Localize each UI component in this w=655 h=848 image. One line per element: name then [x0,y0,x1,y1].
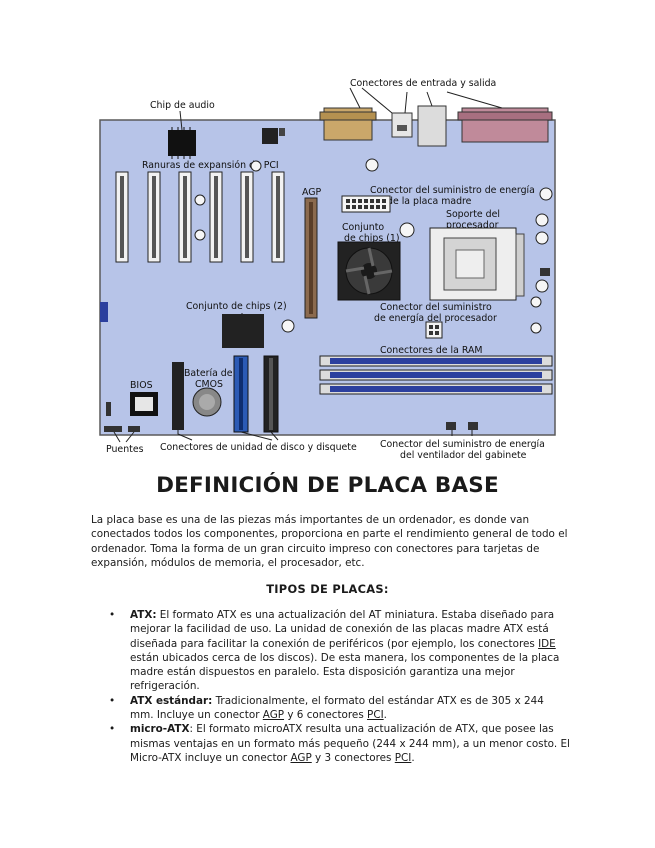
pci-slots [115,171,285,263]
label-cpu-power: Conector del suministro [380,302,492,313]
label-pci-slots: Ranuras de expansión de PCI [142,160,279,171]
label-chipset-1: Conjunto [342,222,384,233]
term-micro-atx: micro-ATX [130,723,190,736]
svg-text:de energía del procesador: de energía del procesador [374,313,497,324]
bullet-icon: • [109,723,116,736]
motherboard-diagram: Conectores de entrada y salida Chip de a… [92,70,567,462]
document-title: DEFINICIÓN DE PLACA BASE [156,473,499,498]
label-io-connectors: Conectores de entrada y salida [350,78,496,89]
label-agp: AGP [302,187,322,198]
bullet-icon: • [109,609,116,621]
fan-power-connector [446,422,456,430]
audio-chip [168,130,196,156]
audio-jack [417,105,447,147]
label-cpu-socket: Soporte del [446,209,500,220]
term-atx-standard: ATX estándar: [130,694,213,707]
term-atx: ATX: [130,609,157,621]
label-audio-chip: Chip de audio [150,100,215,111]
link-ide[interactable]: IDE [538,637,556,650]
list-item-atx-standard: •ATX estándar: Tradicionalmente, el form… [109,694,544,722]
bullet-icon: • [109,694,116,707]
chipset-2 [222,314,264,348]
label-bios: BIOS [130,380,153,391]
svg-text:procesador: procesador [446,220,499,231]
svg-text:CMOS: CMOS [195,379,223,390]
svg-text:de la placa madre: de la placa madre [387,196,472,207]
label-ram: Conectores de la RAM [380,345,483,356]
types-heading: TIPOS DE PLACAS: [266,582,389,596]
label-power-connector: Conector del suministro de energía [370,185,535,196]
list-item-micro-atx: •micro-ATX: El formato microATX resulta … [109,723,570,764]
svg-text:del ventilador del gabinete: del ventilador del gabinete [400,450,527,461]
svg-text:de chips (1): de chips (1) [344,233,400,244]
label-jumpers: Puentes [106,444,144,455]
intro-paragraph: La placa base es una de las piezas más i… [91,514,568,569]
ram-slots [319,355,553,395]
label-drive-connectors: Conectores de unidad de disco y disquete [160,442,357,453]
label-chipset-2: Conjunto de chips (2) [186,301,287,312]
link-agp[interactable]: AGP [290,751,312,764]
power-connector [341,195,391,213]
list-item-atx: •ATX: El formato ATX es una actualizació… [109,609,560,693]
cpu-power-connector [425,321,443,339]
label-cmos-battery: Batería de [184,368,233,379]
types-list: •ATX: El formato ATX es una actualizació… [109,608,570,765]
link-agp[interactable]: AGP [262,709,285,722]
label-fan-power: Conector del suministro de energía [380,439,545,450]
floppy-connector [172,362,184,430]
link-pci[interactable]: PCI [367,709,384,722]
io-connectors [319,87,553,147]
link-pci[interactable]: PCI [394,751,412,764]
